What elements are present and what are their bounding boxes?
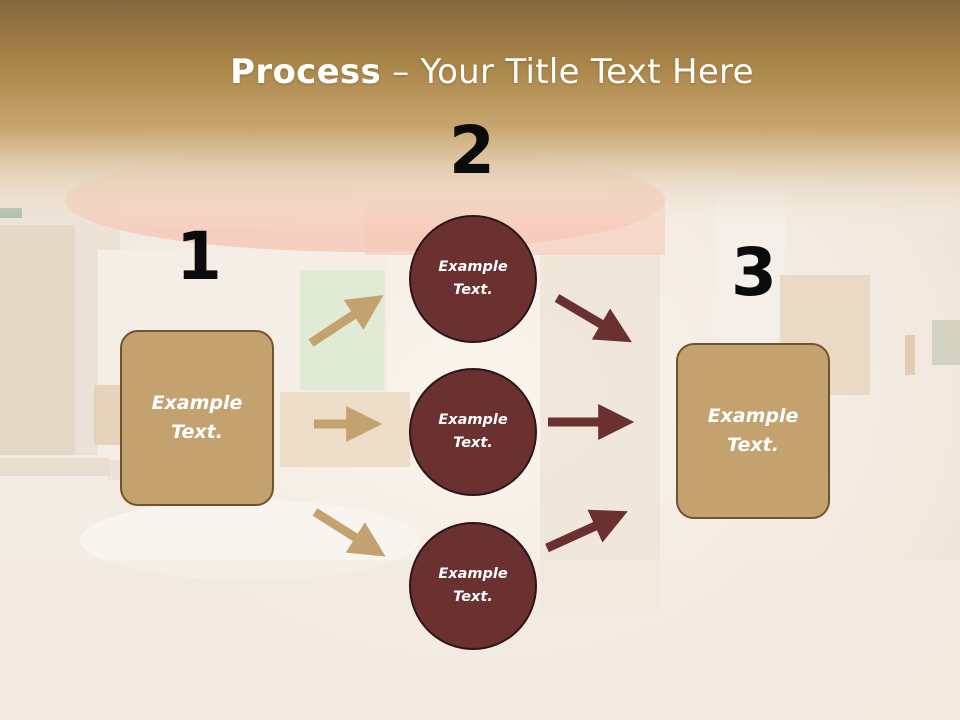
node-bottom-text: Example Text. — [438, 566, 508, 605]
step-1-box: Example Text. — [120, 330, 274, 506]
title-bold: Process — [230, 52, 382, 92]
step-3-box: Example Text. — [676, 343, 830, 519]
arrow-1-to-node-top — [308, 295, 384, 347]
title-rest: – Your Title Text Here — [381, 52, 754, 92]
node-middle: Example Text. — [409, 368, 537, 496]
step-1-box-text: Example Text. — [151, 392, 243, 443]
step-number-1: 1 — [176, 218, 222, 295]
node-top: Example Text. — [409, 215, 537, 343]
node-top-text: Example Text. — [438, 259, 508, 298]
step-number-3: 3 — [731, 234, 777, 311]
step-number-2: 2 — [449, 112, 495, 189]
node-middle-text: Example Text. — [438, 412, 508, 451]
arrow-node-bottom-to-3 — [545, 509, 628, 553]
arrow-1-to-node-bottom — [312, 508, 386, 557]
slide-title: Process – Your Title Text Here — [0, 52, 960, 92]
node-bottom: Example Text. — [409, 522, 537, 650]
arrow-node-top-to-3 — [554, 294, 632, 343]
step-3-box-text: Example Text. — [707, 405, 799, 456]
